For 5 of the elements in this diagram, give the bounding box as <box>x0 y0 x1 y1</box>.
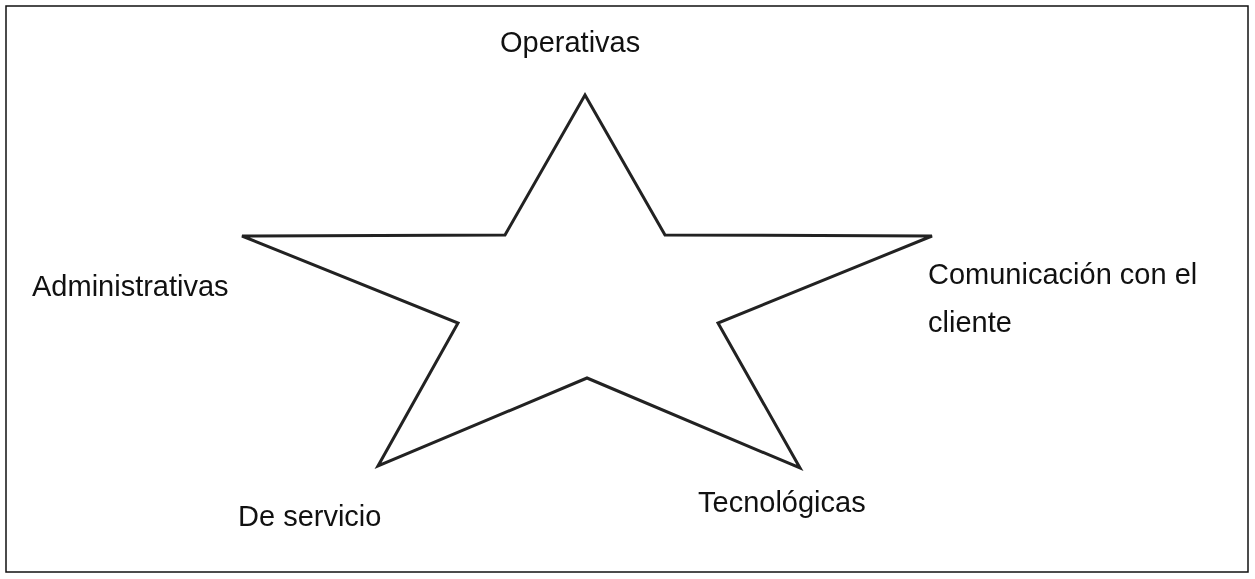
category-label: Administrativas <box>32 269 230 304</box>
category-label: Operativas <box>500 25 642 60</box>
category-label: Comunicación con el cliente <box>928 257 1199 340</box>
category-label: De servicio <box>238 499 383 534</box>
category-label: Tecnológicas <box>698 485 867 520</box>
